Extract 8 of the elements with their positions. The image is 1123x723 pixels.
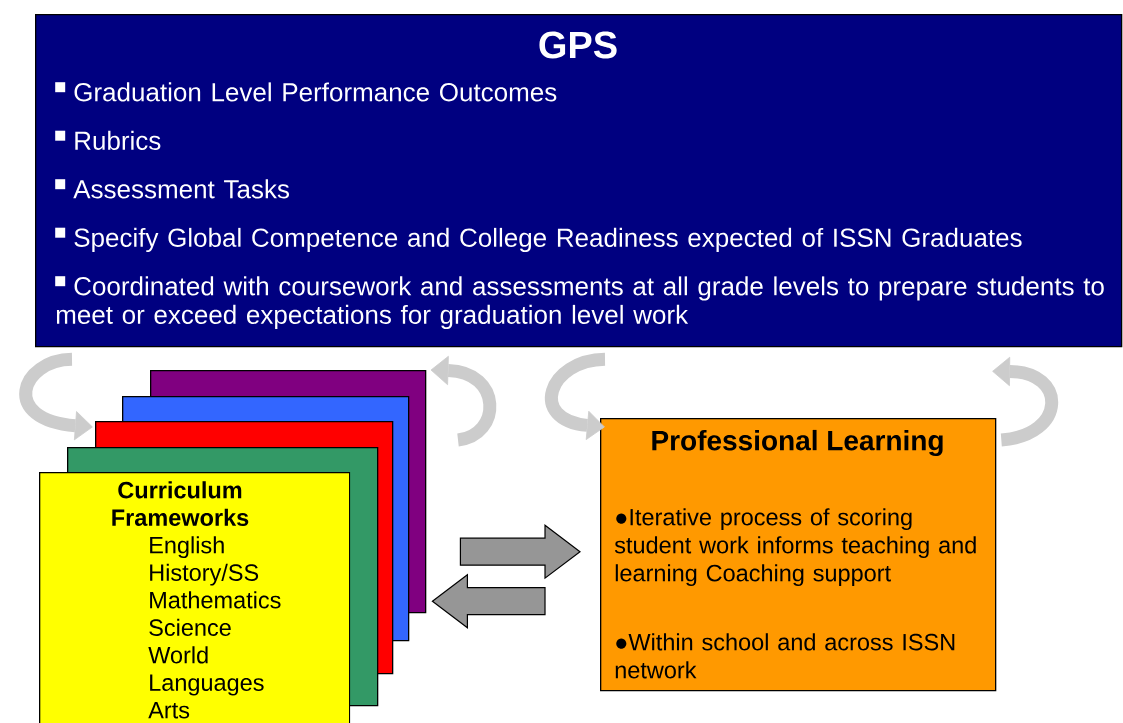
- banner-box: GPS Graduation Level Performance Outcomes Rubrics Assessment Tasks Specify Global Competence and College Readiness expected of ISSN Graduates Coordinated with coursework and assessments at all grade levels to prepare students to meet or exceed expectations for graduation level work: [35, 14, 1123, 348]
- learning-box: Professional Learning ●Iterative process of scoring student work informs teaching and learning Coaching support ●Within school and across ISSN network: [600, 418, 997, 692]
- curved-arrow: [19, 352, 93, 441]
- curved-arrow: [430, 355, 497, 447]
- block-arrow: [459, 523, 581, 580]
- block-arrow: [431, 573, 546, 629]
- curved-arrow: [545, 352, 606, 440]
- framework-stack: Curriculum Frameworks English History/SS Mathematics Science World Languages Arts: [39, 370, 427, 723]
